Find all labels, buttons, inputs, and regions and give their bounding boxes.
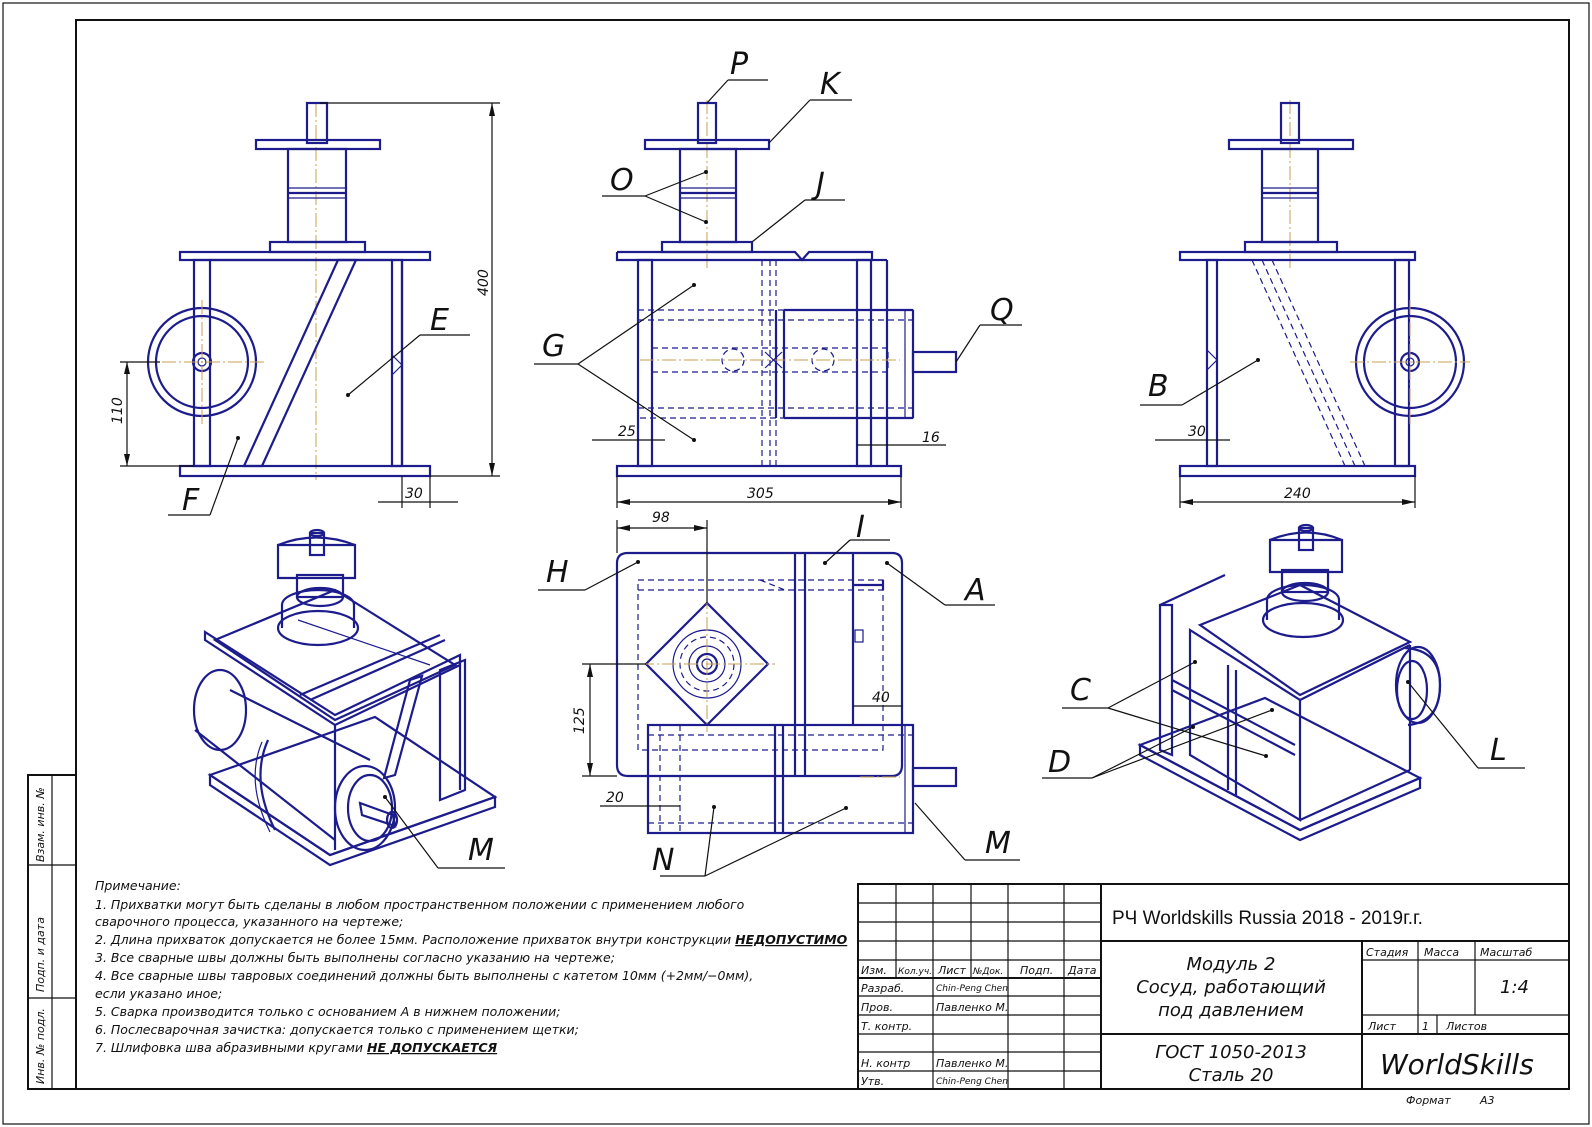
label-F: F [182, 483, 200, 518]
label-J: J [811, 167, 825, 202]
label-D: D [1048, 745, 1071, 780]
tb-format-label: Формат [1406, 1094, 1451, 1107]
dim-30-right: 30 [1188, 424, 1206, 440]
label-O: O [610, 163, 634, 198]
note-line-8: 6. Послесварочная зачистка: допускается … [95, 1022, 579, 1037]
label-I: I [856, 510, 865, 545]
front-view: 305 25 16 P K O J G Q [534, 47, 1022, 508]
label-E: E [430, 303, 449, 338]
tb-utv: Утв. [861, 1075, 884, 1088]
label-A: A [963, 573, 986, 608]
tb-col-doc: №Док. [972, 967, 1003, 977]
side-stamp-c1: Взам. инв. № [34, 787, 47, 862]
label-N: N [652, 843, 674, 878]
label-M-top: M [985, 826, 1011, 861]
inner-frame [75, 19, 1570, 1090]
tb-col-data: Дата [1067, 964, 1097, 977]
tb-name-2: Сосуд, работающий [1136, 977, 1326, 998]
note-line-9: 7. Шлифовка шва абразивными кругами НЕ Д… [95, 1040, 498, 1055]
label-P: P [730, 47, 749, 82]
side-stamp-c3: Инв. № подл. [34, 1008, 47, 1084]
note-line-1: 1. Прихватки могут быть сделаны в любом … [95, 897, 745, 912]
dim-25: 25 [618, 424, 636, 440]
tb-nkontr-name: Павленко М. [936, 1057, 1008, 1070]
dim-400: 400 [476, 269, 492, 296]
tb-list: Лист [1367, 1020, 1396, 1033]
note-line-6: если указано иное; [95, 986, 222, 1001]
tb-name-1: Модуль 2 [1187, 954, 1276, 975]
note-line-7: 5. Сварка производится только с основани… [95, 1004, 561, 1019]
tb-material-1: ГОСТ 1050-2013 [1155, 1042, 1307, 1063]
note-line-2: сварочного процесса, указанного на черте… [95, 914, 403, 929]
dim-240: 240 [1284, 486, 1311, 502]
tb-material-2: Сталь 20 [1189, 1065, 1274, 1086]
tb-razrab: Разраб. [861, 982, 904, 995]
tb-list-num: 1 [1422, 1020, 1429, 1033]
label-C: C [1070, 673, 1091, 708]
isometric-left-view: M [192, 528, 505, 869]
dim-98: 98 [652, 510, 670, 526]
label-Q: Q [990, 293, 1014, 328]
label-G: G [542, 329, 565, 364]
dim-16: 16 [922, 430, 940, 446]
label-B: B [1148, 369, 1169, 404]
dim-30-left: 30 [405, 486, 423, 502]
tb-prov: Пров. [861, 1001, 893, 1014]
tb-col-kol: Кол.уч. [898, 967, 932, 977]
note-emphasis-2: НЕ ДОПУСКАЕТСЯ [367, 1040, 498, 1055]
title-block: Изм. Кол.уч. Лист №Док. Подп. Дата Разра… [857, 883, 1570, 1107]
tb-col-izm: Изм. [861, 964, 887, 977]
dim-20: 20 [606, 790, 624, 806]
dim-125: 125 [572, 707, 588, 734]
tb-tkontr: Т. контр. [861, 1020, 912, 1033]
tb-masshtab: Масштаб [1480, 946, 1532, 959]
note-line-3: 2. Длина прихваток допускается не более … [95, 932, 848, 947]
isometric-right-view: C D L [1042, 523, 1525, 842]
label-M-left: M [468, 833, 494, 868]
label-H: H [546, 555, 569, 590]
tb-utv-name: Chin-Peng Chen [936, 1077, 1008, 1087]
tb-prov-name: Павленко М. [936, 1001, 1008, 1014]
tb-format: А3 [1479, 1094, 1495, 1107]
note-line-4: 3. Все сварные швы должны быть выполнены… [95, 950, 615, 965]
left-side-view: 400 110 30 E F [110, 101, 500, 518]
label-L: L [1490, 733, 1507, 768]
right-side-view: 240 30 B [1140, 100, 1470, 508]
tb-org: WorldSkills [1380, 1048, 1534, 1081]
tb-col-podp: Подп. [1020, 964, 1053, 977]
dim-305: 305 [747, 486, 774, 502]
note-line-5: 4. Все сварные швы тавровых соединений д… [95, 968, 753, 983]
tb-stadia: Стадия [1366, 946, 1409, 959]
side-stamp-c2: Подп. и дата [34, 917, 47, 992]
notes-block: Примечание: 1. Прихватки могут быть сдел… [95, 878, 848, 1055]
tb-razrab-name: Chin-Peng Chen [936, 984, 1008, 994]
side-stamp: Взам. инв. № Подп. и дата Инв. № подл. [27, 774, 77, 1090]
tb-massa: Масса [1424, 946, 1459, 959]
tb-name-3: под давлением [1158, 1000, 1304, 1021]
tb-col-list: Лист [937, 964, 966, 977]
dim-40: 40 [872, 690, 890, 706]
tb-header: РЧ Worldskills Russia 2018 - 2019г.г. [1112, 908, 1423, 929]
note-emphasis-1: НЕДОПУСТИМО [735, 932, 847, 947]
notes-title: Примечание: [95, 878, 181, 893]
dim-110: 110 [110, 397, 126, 424]
top-view: 98 125 40 20 H I A N M [538, 510, 1020, 878]
tb-listov: Листов [1445, 1020, 1487, 1033]
label-K: K [820, 67, 842, 102]
tb-scale: 1:4 [1500, 977, 1529, 998]
tb-nkontr: Н. контр [861, 1057, 910, 1070]
